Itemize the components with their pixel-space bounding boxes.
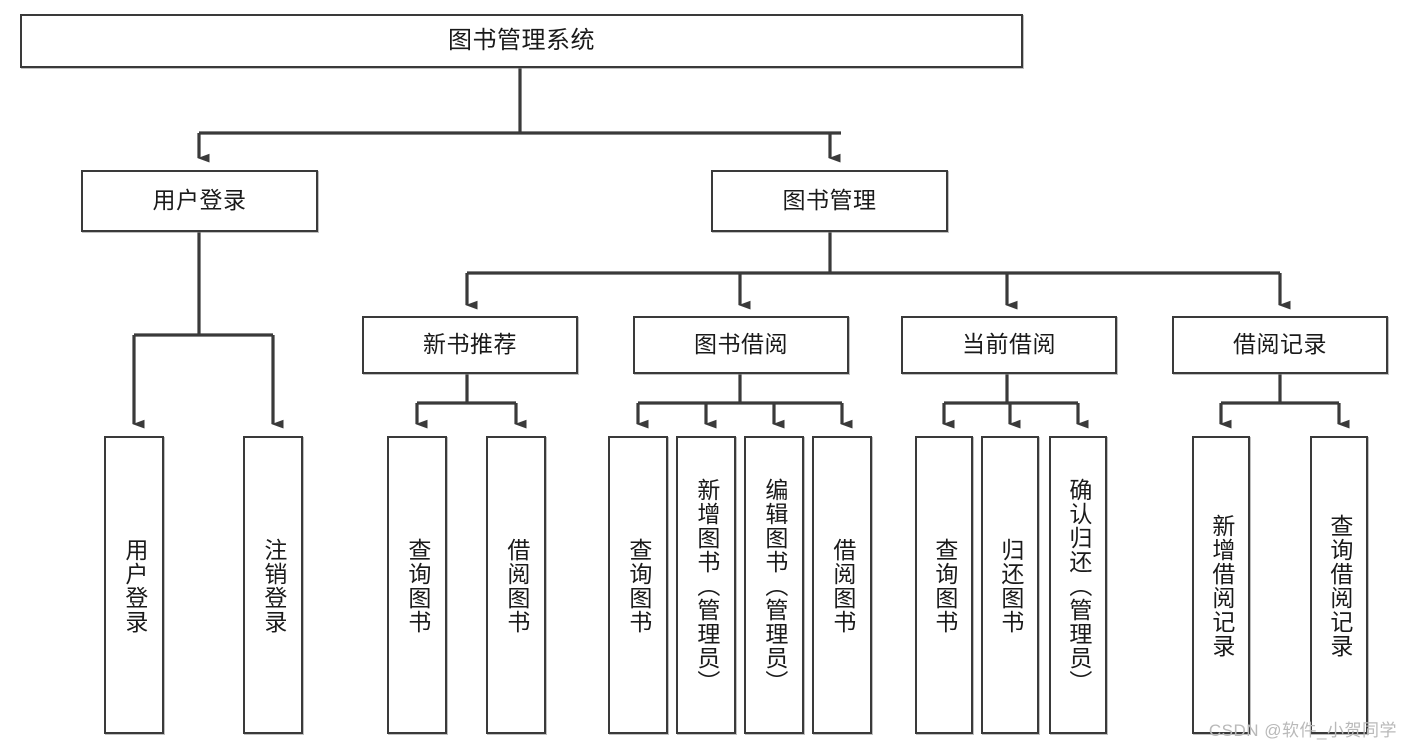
node-leaf-add-record-label: 新增借阅记录 bbox=[1208, 514, 1235, 658]
node-leaf-query-record[interactable]: 查询借阅记录 bbox=[1310, 436, 1368, 734]
node-leaf-borrow-book-1-label: 借阅图书 bbox=[503, 538, 530, 634]
node-current-borrow[interactable]: 当前借阅 bbox=[901, 316, 1117, 374]
node-leaf-borrow-book-1[interactable]: 借阅图书 bbox=[486, 436, 546, 734]
node-leaf-return-book-label: 归还图书 bbox=[997, 538, 1024, 634]
node-leaf-logout-login[interactable]: 注销登录 bbox=[243, 436, 303, 734]
node-leaf-confirm-return[interactable]: 确认归还（管理员） bbox=[1049, 436, 1107, 734]
node-leaf-query-record-label: 查询借阅记录 bbox=[1326, 514, 1353, 658]
node-leaf-query-book-2-label: 查询图书 bbox=[625, 538, 652, 634]
node-leaf-query-book-3[interactable]: 查询图书 bbox=[915, 436, 973, 734]
node-leaf-borrow-book-2-label: 借阅图书 bbox=[829, 538, 856, 634]
node-book-borrow-label: 图书借阅 bbox=[694, 331, 788, 358]
node-current-borrow-label: 当前借阅 bbox=[962, 331, 1056, 358]
node-leaf-query-book-1-label: 查询图书 bbox=[404, 538, 431, 634]
node-leaf-user-login-label: 用户登录 bbox=[121, 538, 148, 634]
node-leaf-add-record[interactable]: 新增借阅记录 bbox=[1192, 436, 1250, 734]
node-user-login[interactable]: 用户登录 bbox=[81, 170, 318, 232]
node-book-borrow[interactable]: 图书借阅 bbox=[633, 316, 849, 374]
node-book-manage[interactable]: 图书管理 bbox=[711, 170, 948, 232]
node-user-login-label: 用户登录 bbox=[152, 187, 247, 214]
node-borrow-record-label: 借阅记录 bbox=[1233, 331, 1327, 358]
node-leaf-edit-book[interactable]: 编辑图书（管理员） bbox=[744, 436, 804, 734]
node-root-system-label: 图书管理系统 bbox=[448, 26, 595, 54]
node-leaf-return-book[interactable]: 归还图书 bbox=[981, 436, 1039, 734]
node-leaf-logout-login-label: 注销登录 bbox=[260, 538, 287, 634]
node-leaf-add-book-label: 新增图书（管理员） bbox=[693, 478, 720, 694]
node-book-manage-label: 图书管理 bbox=[782, 187, 877, 214]
node-leaf-query-book-1[interactable]: 查询图书 bbox=[387, 436, 447, 734]
node-leaf-edit-book-label: 编辑图书（管理员） bbox=[761, 478, 788, 694]
csdn-watermark: CSDN @软件_小贺同学 bbox=[1208, 721, 1397, 740]
node-leaf-confirm-return-label: 确认归还（管理员） bbox=[1065, 478, 1092, 694]
node-leaf-query-book-3-label: 查询图书 bbox=[931, 538, 958, 634]
node-borrow-record[interactable]: 借阅记录 bbox=[1172, 316, 1388, 374]
node-root-system[interactable]: 图书管理系统 bbox=[20, 14, 1023, 68]
node-leaf-user-login[interactable]: 用户登录 bbox=[104, 436, 164, 734]
node-new-book-recommend-label: 新书推荐 bbox=[423, 331, 517, 358]
node-leaf-add-book[interactable]: 新增图书（管理员） bbox=[676, 436, 736, 734]
node-new-book-recommend[interactable]: 新书推荐 bbox=[362, 316, 578, 374]
node-leaf-borrow-book-2[interactable]: 借阅图书 bbox=[812, 436, 872, 734]
node-leaf-query-book-2[interactable]: 查询图书 bbox=[608, 436, 668, 734]
